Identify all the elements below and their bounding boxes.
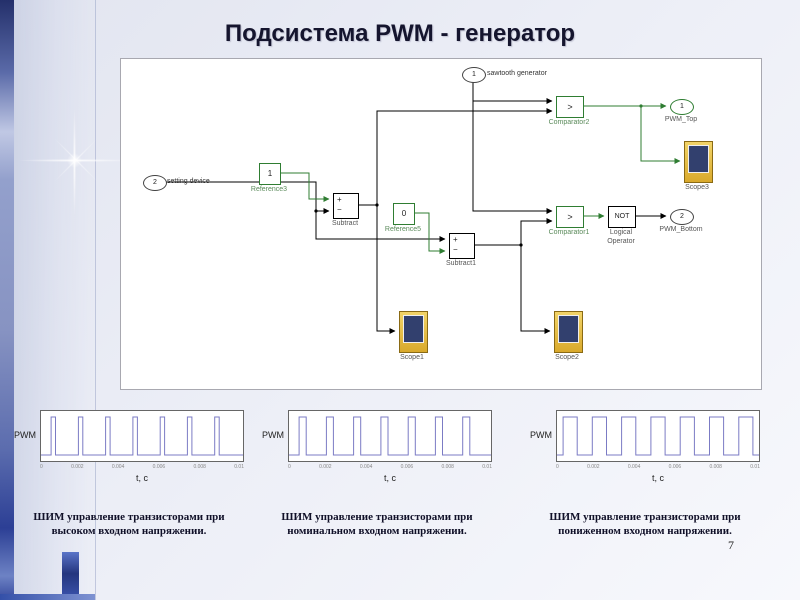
slide-title: Подсистема PWM - генератор xyxy=(224,20,576,47)
pwm-plot-high-voltage: PWM 0 0.002 0.004 0.006 0.008 0.01 t, c xyxy=(8,406,250,486)
outport-2-number: 2 xyxy=(680,213,684,220)
scope1-label: Scope1 xyxy=(400,354,424,361)
minus-sign: − xyxy=(453,245,458,254)
plot-area xyxy=(40,410,244,462)
reference3-label: Reference3 xyxy=(250,186,288,193)
reference3-constant-block: 1 xyxy=(259,163,281,185)
plot-area xyxy=(556,410,760,462)
scope-screen xyxy=(558,315,579,343)
x-tick-label: 0.01 xyxy=(482,464,492,470)
x-tick-label: 0.008 xyxy=(193,464,206,470)
outport-pwm-top: 1 xyxy=(670,99,694,115)
inport-1-number: 1 xyxy=(472,71,476,78)
plot1-caption: ШИМ управление транзисторами при высоком… xyxy=(33,511,225,538)
comparator2-block: > xyxy=(556,96,584,118)
x-tick-label: 0.008 xyxy=(441,464,454,470)
greater-than-operator: > xyxy=(567,212,573,222)
wiring-layer xyxy=(165,81,681,334)
plus-sign: + xyxy=(337,195,342,204)
black-wires xyxy=(165,81,667,334)
subtract-label: Subtract xyxy=(331,220,359,227)
scope3-label: Scope3 xyxy=(685,184,709,191)
logical-operator-label-line1: Logical xyxy=(609,229,633,236)
x-tick-label: 0.006 xyxy=(668,464,682,470)
x-axis-label: t, c xyxy=(135,473,148,483)
comparator1-label: Comparator1 xyxy=(548,229,590,236)
flare-core xyxy=(67,153,82,168)
wire-junction-green xyxy=(639,104,643,108)
left-edge-strip xyxy=(0,0,14,600)
x-tick-label: 0.004 xyxy=(359,464,373,470)
x-axis-ticks: 0 0.002 0.004 0.006 0.008 0.01 xyxy=(556,464,760,470)
plot2-caption: ШИМ управление транзисторами при номинал… xyxy=(281,511,473,538)
x-tick-label: 0.01 xyxy=(750,464,760,470)
x-tick-label: 0.002 xyxy=(587,464,600,470)
subtract-block: + − xyxy=(333,193,359,219)
pwm-waveform xyxy=(289,416,491,456)
outport-1-number: 1 xyxy=(680,103,684,110)
greater-than-operator: > xyxy=(567,102,573,112)
x-tick-label: 0.002 xyxy=(71,464,84,470)
scope1-block xyxy=(399,311,428,353)
outport-pwm-bottom: 2 xyxy=(670,209,694,225)
bottom-strip xyxy=(0,594,95,600)
inport-setting-device-label: setting device xyxy=(167,178,210,185)
x-tick-label: 0.004 xyxy=(627,464,641,470)
page-number: 7 xyxy=(728,538,734,552)
scope-screen xyxy=(688,145,709,173)
scope2-label: Scope2 xyxy=(555,354,579,361)
scope-screen xyxy=(403,315,424,343)
x-tick-label: 0.008 xyxy=(709,464,722,470)
comparator2-label: Comparator2 xyxy=(548,119,590,126)
reference5-label: Reference5 xyxy=(384,226,422,233)
comparator1-block: > xyxy=(556,206,584,228)
pwm-bottom-label: PWM_Bottom xyxy=(659,226,703,233)
simulink-diagram-panel: 1 sawtooth generator 2 setting device 1 … xyxy=(120,58,762,390)
y-axis-label: PWM xyxy=(14,430,36,440)
pwm-waveform xyxy=(41,416,243,456)
x-tick-label: 0.004 xyxy=(111,464,125,470)
x-tick-label: 0.006 xyxy=(400,464,414,470)
inport-2-number: 2 xyxy=(153,179,157,186)
x-tick-label: 0.006 xyxy=(152,464,166,470)
x-axis-label: t, c xyxy=(383,473,396,483)
plot3-caption: ШИМ управление транзисторами при понижен… xyxy=(549,511,741,538)
y-axis-label: PWM xyxy=(262,430,284,440)
inport-setting-device: 2 xyxy=(143,175,167,191)
green-wires xyxy=(279,103,681,254)
scope3-block xyxy=(684,141,713,183)
x-tick-label: 0.01 xyxy=(234,464,244,470)
x-axis-ticks: 0 0.002 0.004 0.006 0.008 0.01 xyxy=(40,464,244,470)
x-tick-label: 0.002 xyxy=(319,464,332,470)
bottom-accent-bar xyxy=(62,552,79,600)
left-decor-panel xyxy=(0,0,96,600)
minus-sign: − xyxy=(337,205,342,214)
x-axis-label: t, c xyxy=(651,473,664,483)
pwm-top-label: PWM_Top xyxy=(664,116,698,123)
not-operator: NOT xyxy=(614,213,630,220)
subtract1-label: Subtract1 xyxy=(446,260,476,267)
pwm-waveform xyxy=(557,416,759,456)
inport-sawtooth-generator: 1 xyxy=(462,67,486,83)
inport-sawtooth-label: sawtooth generator xyxy=(487,70,547,77)
plus-sign: + xyxy=(453,235,458,244)
reference5-constant-block: 0 xyxy=(393,203,415,225)
x-axis-ticks: 0 0.002 0.004 0.006 0.008 0.01 xyxy=(288,464,492,470)
x-tick-label: 0 xyxy=(288,464,291,470)
wire-junctions xyxy=(314,203,523,247)
pwm-plot-low-voltage: PWM 0 0.002 0.004 0.006 0.008 0.01 t, c xyxy=(524,406,766,486)
pwm-plot-nominal-voltage: PWM 0 0.002 0.004 0.006 0.008 0.01 t, c xyxy=(256,406,498,486)
plot-area xyxy=(288,410,492,462)
logical-operator-label-line2: Operator xyxy=(607,238,635,245)
y-axis-label: PWM xyxy=(530,430,552,440)
x-tick-label: 0 xyxy=(40,464,43,470)
not-logical-operator-block: NOT xyxy=(608,206,636,228)
subtract1-block: + − xyxy=(449,233,475,259)
x-tick-label: 0 xyxy=(556,464,559,470)
scope2-block xyxy=(554,311,583,353)
